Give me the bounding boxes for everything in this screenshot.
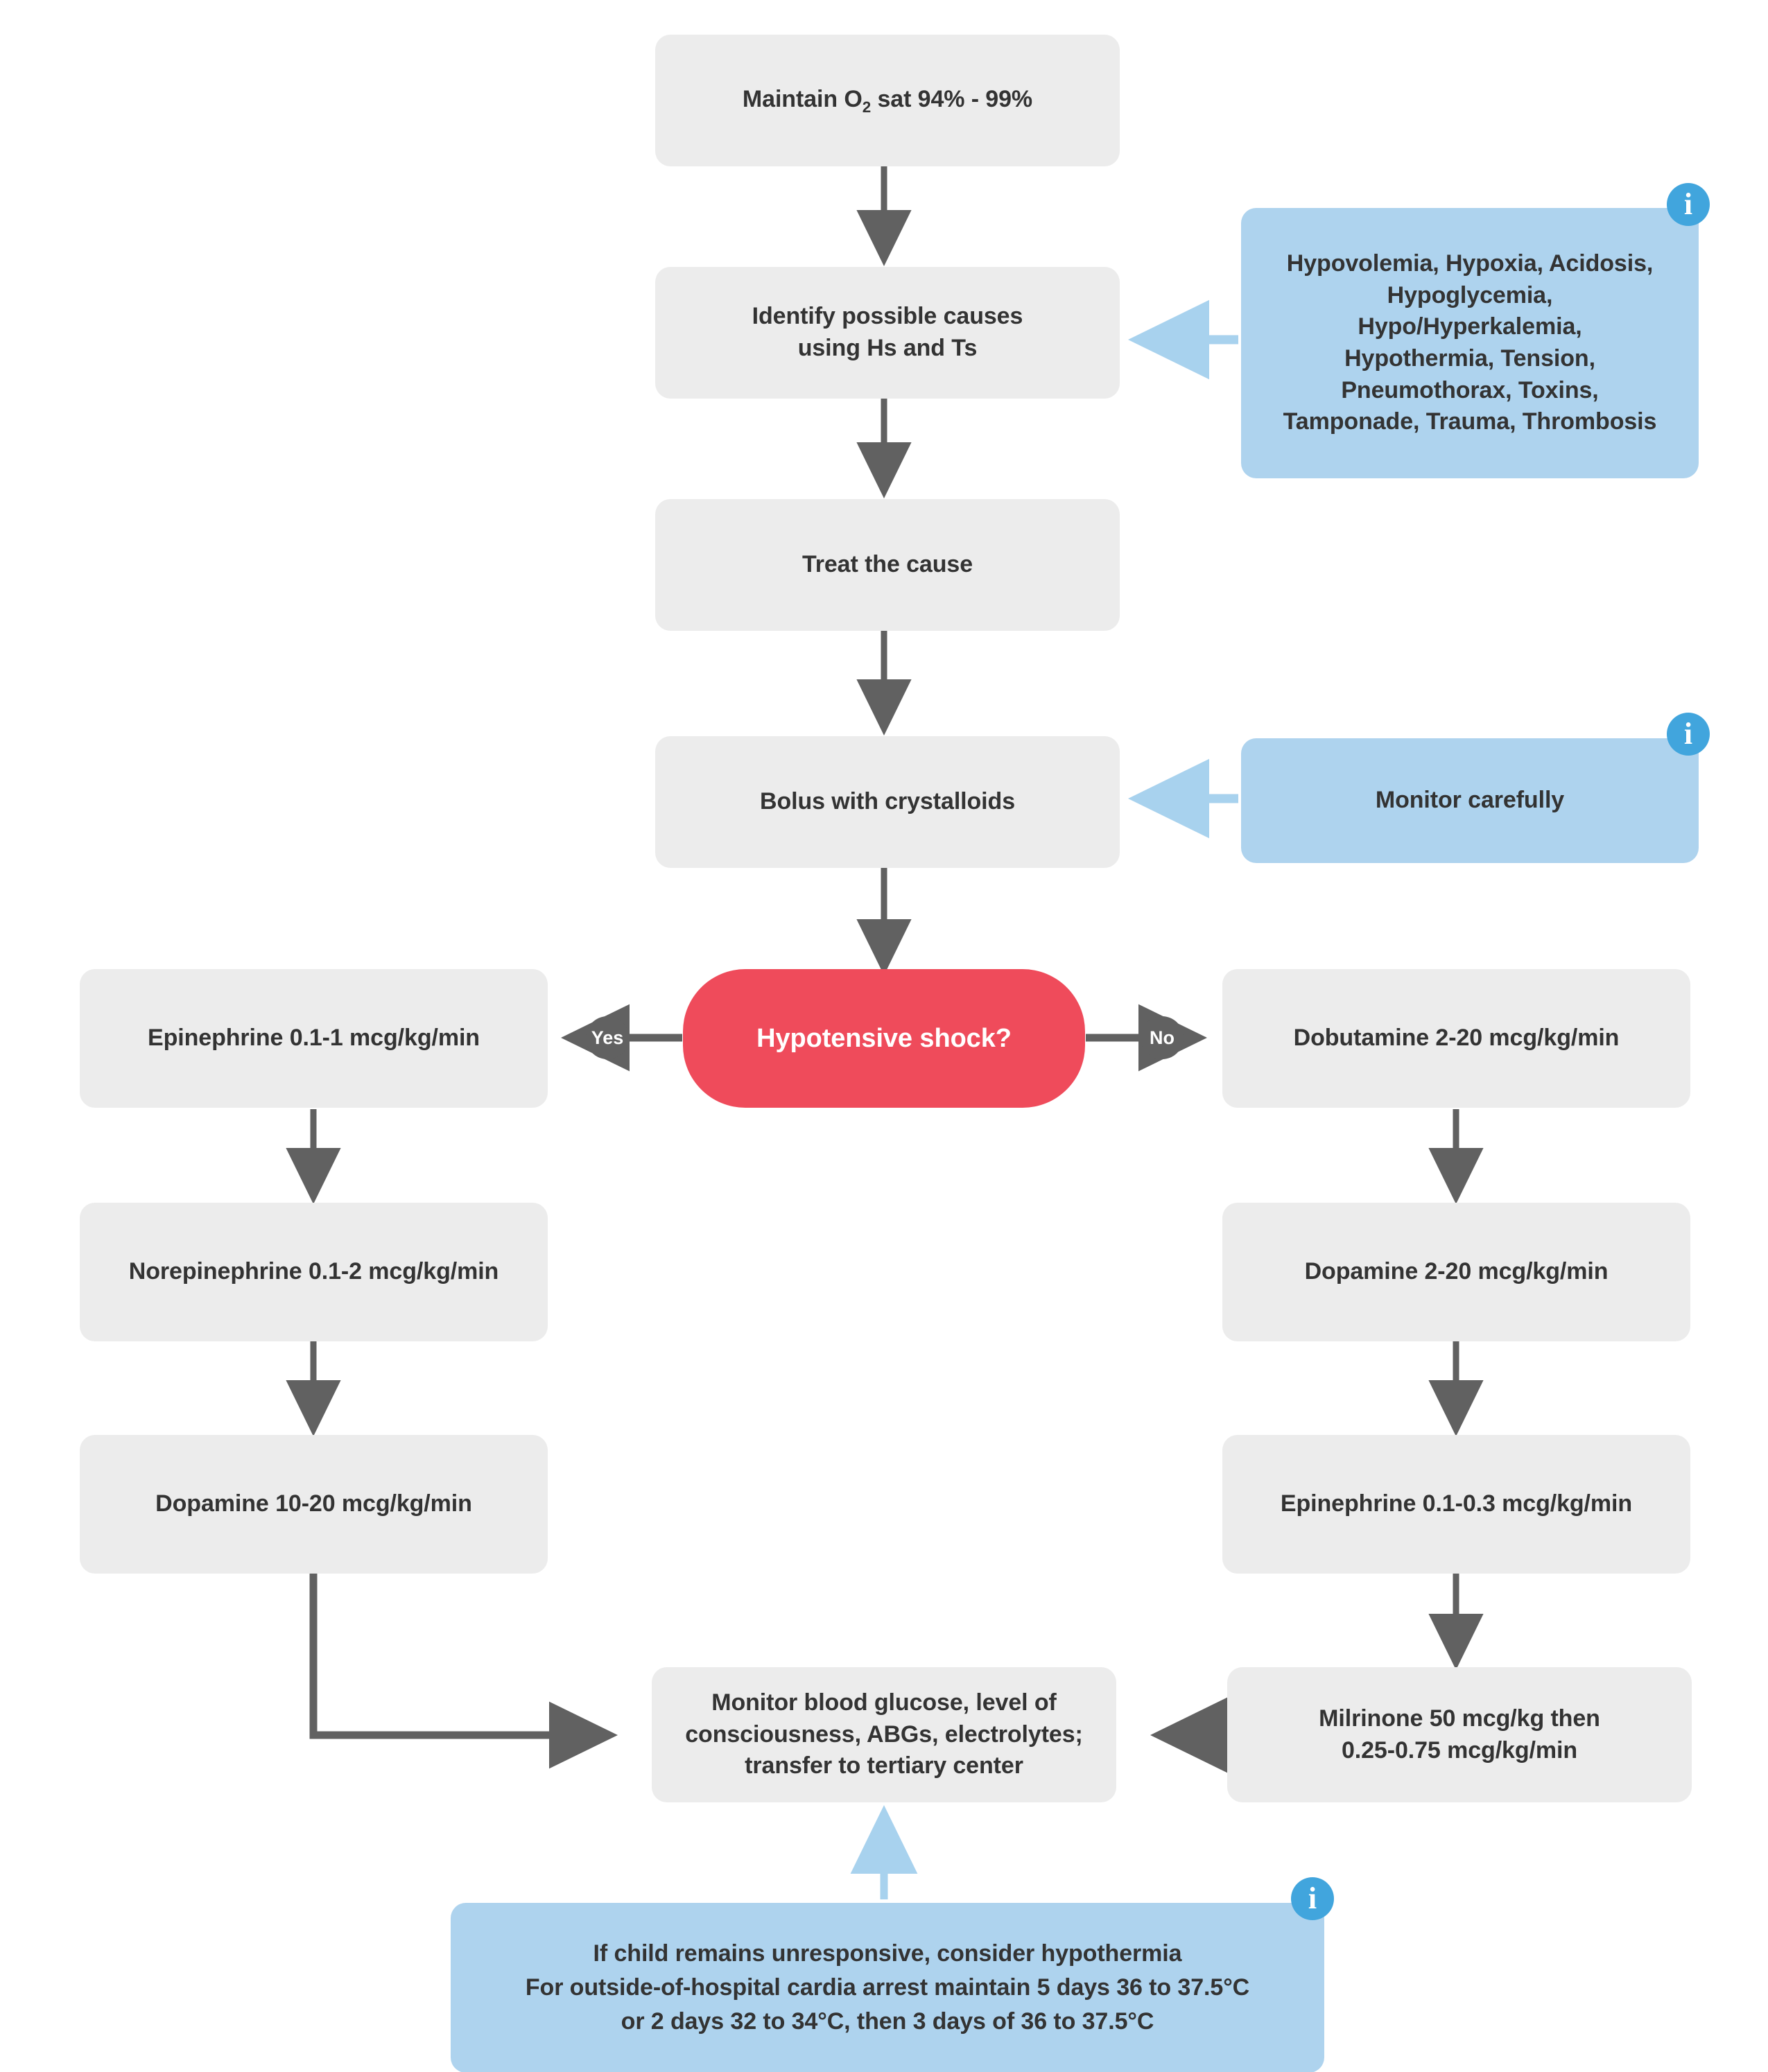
node-bolus-crystalloids[interactable]: Bolus with crystalloids (655, 736, 1120, 868)
node-hypotensive-shock-decision[interactable]: Hypotensive shock? (683, 969, 1085, 1108)
node-dopamine-left[interactable]: Dopamine 10-20 mcg/kg/min (80, 1435, 548, 1574)
branch-label-yes: Yes (586, 1016, 629, 1059)
edge-dopamine-left-to-monitor (309, 1574, 618, 1769)
info-icon-hypothermia[interactable]: i (1291, 1877, 1334, 1920)
node-dopamine-right[interactable]: Dopamine 2-20 mcg/kg/min (1222, 1203, 1690, 1341)
node-epinephrine-left[interactable]: Epinephrine 0.1-1 mcg/kg/min (80, 969, 548, 1108)
branch-label-no: No (1141, 1016, 1184, 1059)
note-hypothermia[interactable]: If child remains unresponsive, consider … (451, 1903, 1324, 2072)
node-treat-cause[interactable]: Treat the cause (655, 499, 1120, 631)
node-monitor-final[interactable]: Monitor blood glucose, level of consciou… (652, 1667, 1116, 1802)
info-icon-monitor-carefully[interactable]: i (1667, 713, 1710, 756)
info-icon-hs-and-ts[interactable]: i (1667, 183, 1710, 226)
node-milrinone[interactable]: Milrinone 50 mcg/kg then 0.25-0.75 mcg/k… (1227, 1667, 1692, 1802)
note-monitor-carefully[interactable]: Monitor carefully (1241, 738, 1699, 863)
node-maintain-o2[interactable]: Maintain O2 sat 94% - 99% (655, 35, 1120, 166)
node-maintain-o2-label: Maintain O2 sat 94% - 99% (742, 85, 1033, 116)
note-hs-and-ts[interactable]: Hypovolemia, Hypoxia, Acidosis, Hypoglyc… (1241, 208, 1699, 478)
node-norepinephrine[interactable]: Norepinephrine 0.1-2 mcg/kg/min (80, 1203, 548, 1341)
node-identify-causes[interactable]: Identify possible causes using Hs and Ts (655, 267, 1120, 399)
node-dobutamine[interactable]: Dobutamine 2-20 mcg/kg/min (1222, 969, 1690, 1108)
node-epinephrine-right[interactable]: Epinephrine 0.1-0.3 mcg/kg/min (1222, 1435, 1690, 1574)
